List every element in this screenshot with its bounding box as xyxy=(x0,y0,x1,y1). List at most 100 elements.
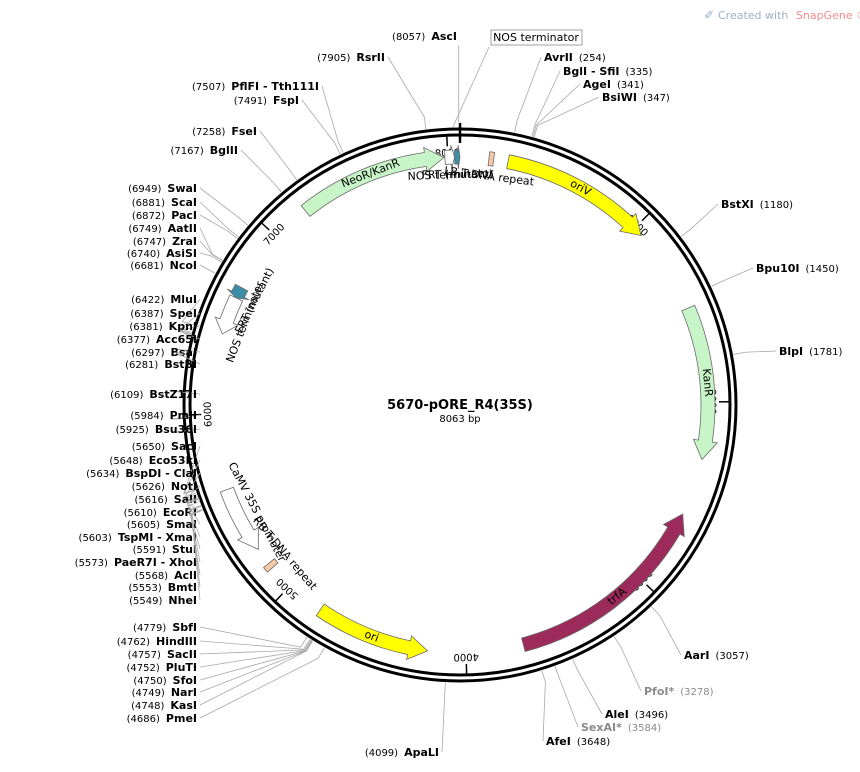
site-position: (7167) xyxy=(171,146,204,157)
site-leader xyxy=(614,636,641,691)
site-position: (6949) xyxy=(128,184,161,195)
site-label: (7258)FseI xyxy=(192,125,257,138)
site-name: BstXI xyxy=(721,198,754,211)
site-name: NcoI xyxy=(170,259,197,272)
feature-kanr-label: KanR xyxy=(700,368,716,398)
site-label: BsiWI(347) xyxy=(602,91,670,104)
site-bstxi[interactable]: BstXI(1180) xyxy=(681,198,793,236)
site-position: (3648) xyxy=(577,737,610,748)
site-name: StuI xyxy=(172,543,197,556)
site-apali[interactable]: (4099)ApaLI xyxy=(365,683,446,759)
site-leader xyxy=(442,683,445,752)
site-name: SexAI* xyxy=(581,721,622,734)
feature-oriv[interactable]: oriV xyxy=(507,155,641,236)
site-aari[interactable]: AarI(3057) xyxy=(651,607,748,662)
site-label: (4686)PmeI xyxy=(127,712,197,725)
site-position: (6740) xyxy=(127,249,160,260)
site-name: BstBI xyxy=(164,358,197,371)
site-name: ScaI xyxy=(171,196,197,209)
site-label: AgeI(341) xyxy=(583,78,644,91)
site-leader xyxy=(200,202,239,237)
site-name: KasI xyxy=(170,699,197,712)
site-label: (6381)KpnI xyxy=(129,320,197,333)
site-pflfi-tth111i[interactable]: (7507)PflFI - Tth111I xyxy=(192,80,343,153)
site-position: (4779) xyxy=(133,623,166,634)
site-position: (335) xyxy=(626,67,653,78)
site-label: (6109)BstZ17I xyxy=(110,388,197,401)
site-name: HindIII xyxy=(156,635,197,648)
site-ncoi[interactable]: (6681)NcoI xyxy=(130,259,215,273)
site-fsei[interactable]: (7258)FseI xyxy=(192,125,297,180)
site-position: (4749) xyxy=(132,688,165,699)
site-position: (5605) xyxy=(127,520,160,531)
site-name: SacI xyxy=(171,440,197,453)
site-leader xyxy=(241,150,281,192)
credit-text: Created with SnapGene ® xyxy=(718,9,860,22)
site-name: SbfI xyxy=(172,621,197,634)
site-sexai[interactable]: SexAI*(3584) xyxy=(555,666,661,734)
feature-trfa[interactable]: trfA xyxy=(522,514,685,651)
site-label: (6281)BstBI xyxy=(125,358,197,371)
site-label: (8057)AscI xyxy=(392,30,457,43)
site-position: (3057) xyxy=(715,651,748,662)
site-bsiwi[interactable]: BsiWI(347) xyxy=(534,91,670,137)
site-sali[interactable]: (5616)SalI xyxy=(135,493,200,506)
feature-kanr[interactable]: KanR xyxy=(682,305,717,459)
site-blpi[interactable]: BlpI(1781) xyxy=(733,345,842,358)
site-label: (6422)MluI xyxy=(131,293,197,306)
site-name: AatII xyxy=(168,222,197,235)
site-label: (6881)ScaI xyxy=(132,196,197,209)
site-leader xyxy=(711,268,753,286)
site-leader xyxy=(733,351,776,354)
site-position: (5591) xyxy=(133,545,166,556)
site-position: (4748) xyxy=(131,701,164,712)
site-label: (4757)SacII xyxy=(128,648,197,661)
site-name: AvrII xyxy=(544,51,573,64)
site-leader xyxy=(651,607,681,655)
site-avrii[interactable]: AvrII(254) xyxy=(515,51,606,132)
site-position: (8057) xyxy=(392,32,425,43)
site-ascl[interactable]: (8057)AscI xyxy=(392,30,459,127)
site-label: (7507)PflFI - Tth111I xyxy=(192,80,319,93)
site-position: (7507) xyxy=(192,82,225,93)
site-position: (6749) xyxy=(128,224,161,235)
site-bpu10i[interactable]: Bpu10I(1450) xyxy=(711,262,838,286)
site-acc65i[interactable]: (6377)Acc65I xyxy=(117,331,200,346)
site-label: (4779) SbfI xyxy=(133,621,197,634)
site-label: AfeI (3648) xyxy=(546,735,610,748)
site-label: (5591) StuI xyxy=(133,543,197,556)
site-label: (5553)BmtI xyxy=(129,581,197,594)
site-position: (5925) xyxy=(116,425,149,436)
site-position: (4099) xyxy=(365,748,398,759)
site-bstz17i[interactable]: (6109)BstZ17I xyxy=(110,388,200,401)
site-name: AfeI xyxy=(546,735,571,748)
site-position: (4762) xyxy=(117,637,150,648)
site-rsrii[interactable]: (7905)RsrII xyxy=(317,51,426,129)
site-label: (4752)PluTI xyxy=(126,661,197,674)
site-position: (6747) xyxy=(133,237,166,248)
site-position: (5553) xyxy=(129,583,162,594)
site-hindiii[interactable]: (4762) HindIII xyxy=(117,635,310,649)
site-agei[interactable]: AgeI(341) xyxy=(533,78,644,137)
site-pfoi[interactable]: PfoI*(3278) xyxy=(614,636,714,698)
site-position: (6109) xyxy=(110,390,143,401)
tick-mark xyxy=(642,214,649,221)
site-kpni[interactable]: (6381)KpnI xyxy=(129,320,200,334)
site-name: PacI xyxy=(171,209,197,222)
site-name: Eco53kI xyxy=(149,454,197,467)
site-position: (341) xyxy=(617,80,644,91)
site-label: (4748) KasI xyxy=(131,699,197,712)
site-label: (5984)PmlI xyxy=(130,409,197,422)
site-name: SpeI xyxy=(170,307,197,320)
site-leader xyxy=(573,659,602,714)
tick-label: 4000 xyxy=(453,651,479,663)
site-pmli[interactable]: (5984)PmlI xyxy=(130,409,200,422)
nos-terminator-callout[interactable]: NOS terminator xyxy=(453,30,582,127)
tick-label: 7000 xyxy=(262,222,287,248)
site-bsu36i[interactable]: (5925)Bsu36I xyxy=(116,423,200,436)
site-leader xyxy=(555,666,578,727)
site-afei[interactable]: AfeI (3648) xyxy=(542,671,610,748)
site-leader xyxy=(200,265,215,273)
site-label: PfoI*(3278) xyxy=(644,685,714,698)
site-label: (4762) HindIII xyxy=(117,635,197,648)
